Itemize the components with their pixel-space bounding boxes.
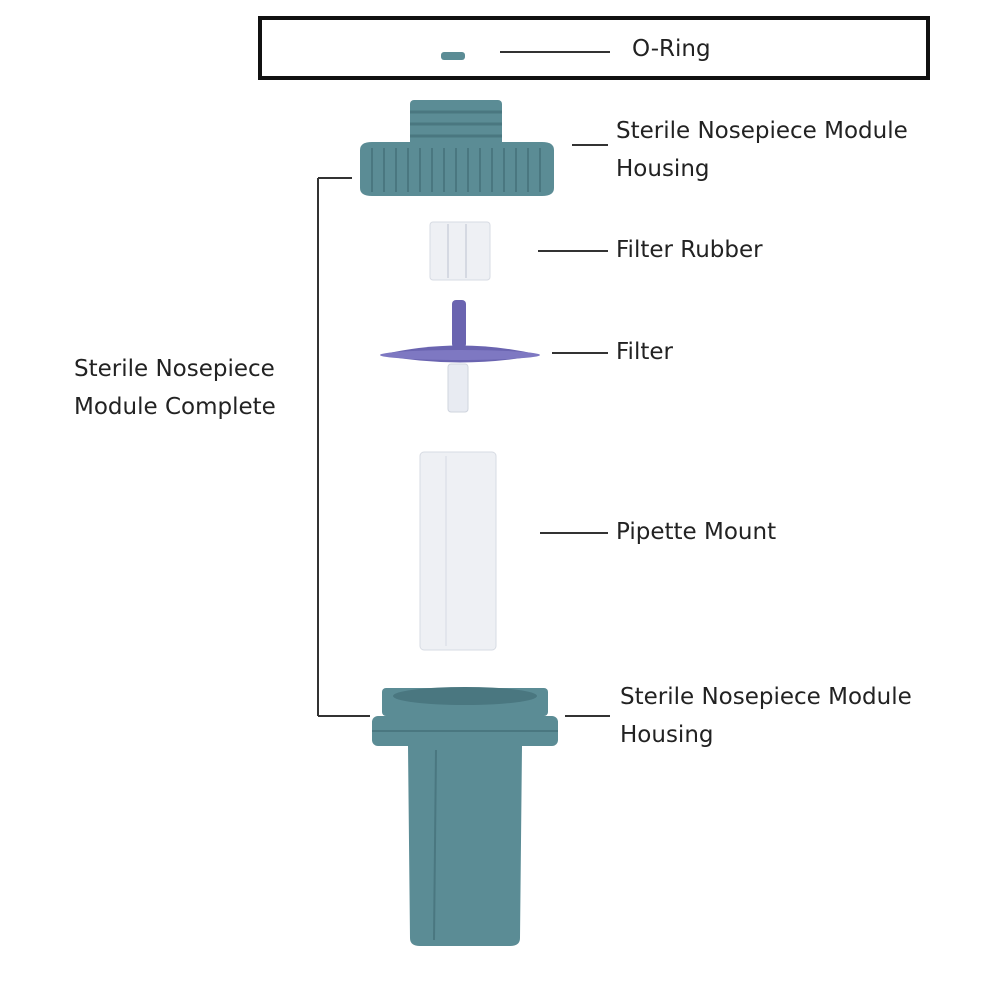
complete-module-bracket bbox=[317, 177, 370, 717]
top-housing-part bbox=[360, 100, 554, 196]
pipette-mount-part bbox=[419, 451, 497, 651]
filter-rubber-part bbox=[429, 221, 491, 281]
o-ring-leader-line bbox=[500, 51, 610, 53]
housing-bottom-label-line2: Housing bbox=[620, 722, 714, 748]
leader-lines bbox=[538, 144, 610, 717]
filter-part bbox=[380, 300, 540, 413]
o-ring-callout-box bbox=[258, 16, 930, 80]
complete-module-label-line2: Module Complete bbox=[74, 394, 276, 420]
filter-rubber-label: Filter Rubber bbox=[616, 237, 763, 263]
o-ring-part bbox=[441, 52, 465, 60]
bottom-housing-part bbox=[372, 687, 558, 946]
housing-bottom-label-line1: Sterile Nosepiece Module bbox=[620, 684, 912, 710]
o-ring-label: O-Ring bbox=[632, 36, 711, 62]
filter-label: Filter bbox=[616, 339, 673, 365]
pipette-mount-label: Pipette Mount bbox=[616, 519, 777, 545]
complete-module-label-line1: Sterile Nosepiece bbox=[74, 356, 275, 382]
housing-top-label-line2: Housing bbox=[616, 156, 710, 182]
housing-top-label-line1: Sterile Nosepiece Module bbox=[616, 118, 908, 144]
